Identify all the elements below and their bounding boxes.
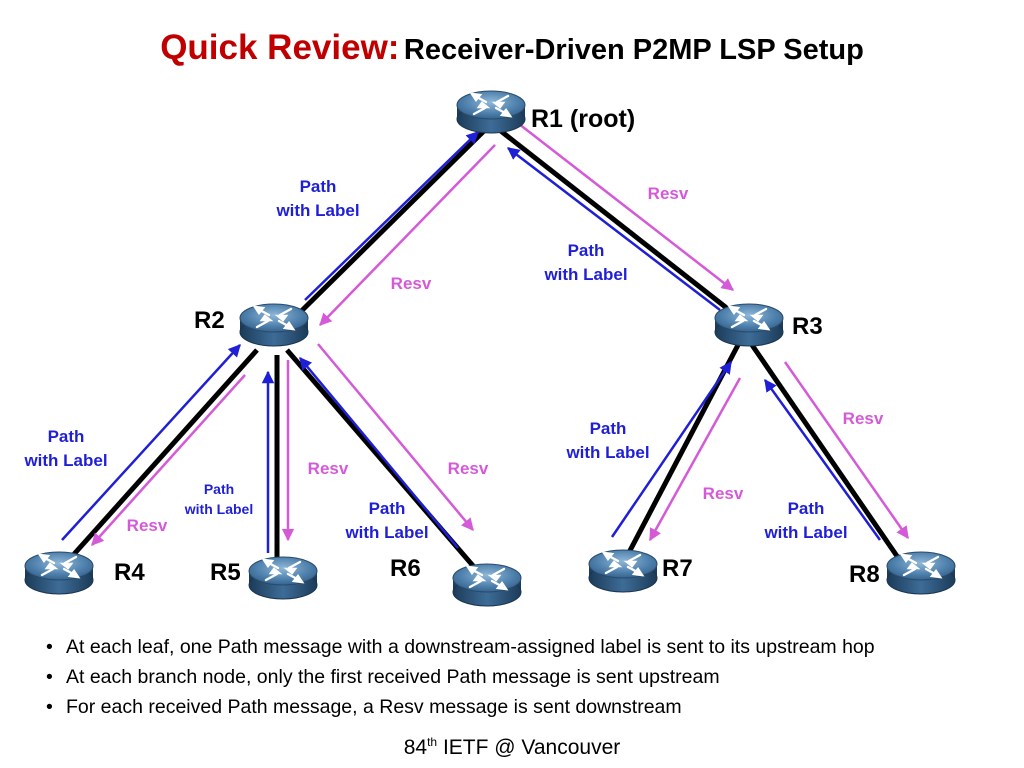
router-r8-icon <box>886 551 956 595</box>
footer-text: IETF @ Vancouver <box>442 736 621 759</box>
router-r1-icon <box>456 90 526 134</box>
router-r3-icon <box>714 303 784 347</box>
path-arrow-r7-r3 <box>610 360 733 538</box>
resv-label-r1-r3: Resv <box>648 184 689 203</box>
resv-arrow-r3-r8 <box>783 361 910 540</box>
slide-title: Quick Review: Receiver-Driven P2MP LSP S… <box>0 28 1024 68</box>
footer: 84th IETF @ Vancouver <box>0 736 1024 760</box>
resv-arrow-r2-r4 <box>91 374 246 546</box>
router-labels: R1 (root) R2 R3 R4 R5 R6 R7 R8 <box>114 105 880 588</box>
resv-label-r3-r8: Resv <box>843 409 884 428</box>
routers <box>24 90 956 607</box>
footer-number: 84 <box>403 736 428 759</box>
resv-arrow-r3-r7 <box>648 377 742 542</box>
resv-label-r2-r6: Resv <box>448 459 489 478</box>
path-arrow-r2-r1 <box>304 131 479 301</box>
resv-arrow-r2-r6 <box>317 343 474 531</box>
resv-arrow-r1-r2 <box>319 144 496 326</box>
resv-arrow-r1-r3 <box>509 116 734 291</box>
title-rest: Receiver-Driven P2MP LSP Setup <box>403 34 864 66</box>
resv-label-r1-r2: Resv <box>391 274 432 293</box>
router-r7-icon <box>588 549 658 593</box>
bullet-item: At each branch node, only the first rece… <box>44 662 875 692</box>
router-label-r6: R6 <box>390 555 421 582</box>
path-arrow-r4-r2 <box>61 344 241 541</box>
bullet-item: For each received Path message, a Resv m… <box>44 692 875 722</box>
resv-label-r3-r7: Resv <box>703 484 744 503</box>
router-label-r7: R7 <box>662 555 693 582</box>
bullet-list: At each leaf, one Path message with a do… <box>44 632 875 722</box>
footer-ordinal: th <box>427 735 438 749</box>
router-label-r5: R5 <box>210 559 241 586</box>
router-label-r3: R3 <box>792 313 823 340</box>
link-r1-r3 <box>495 126 744 322</box>
router-r4-icon <box>24 551 94 595</box>
resv-label-r2-r5: Resv <box>308 459 349 478</box>
path-arrow-r3-r1 <box>507 147 721 311</box>
message-arrows <box>61 116 910 553</box>
bullet-item: At each leaf, one Path message with a do… <box>44 632 875 662</box>
path-arrow-r6-r2 <box>299 357 459 549</box>
router-label-r4: R4 <box>114 559 145 586</box>
router-r5-icon <box>248 556 318 600</box>
path-arrow-r8-r3 <box>763 378 882 541</box>
link-r1-r2 <box>270 126 489 342</box>
router-r2-icon <box>239 303 309 347</box>
router-label-r1: R1 (root) <box>531 105 635 133</box>
router-label-r2: R2 <box>194 307 225 334</box>
link-r3-r8 <box>749 343 915 580</box>
router-r6-icon <box>452 563 522 607</box>
title-highlight: Quick Review: <box>160 28 400 67</box>
router-label-r8: R8 <box>849 561 880 588</box>
resv-label-r2-r4: Resv <box>127 516 168 535</box>
